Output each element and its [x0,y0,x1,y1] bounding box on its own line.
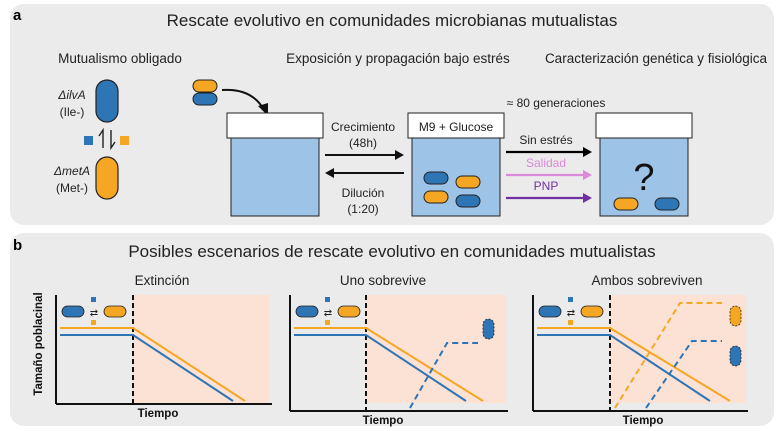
legend-orange-square [325,320,330,325]
scenario-both-survive: Ambos sobreviven ⇄ Tiempo [532,273,748,427]
exchange-icon: ⇄ [90,308,98,319]
dilution-label: Dilución [342,186,385,200]
strain1-cell [95,79,119,123]
blue-population-line [60,334,234,402]
blue-rescue-line [645,340,722,409]
isoleucine-square [84,136,93,145]
legend-blue-square [91,297,96,302]
legend-orange-cell [337,305,361,318]
tube3-cap [595,112,693,139]
orange-population-line [60,327,246,402]
medium-label: M9 + Glucose [419,120,494,134]
strain2-auxotrophy: (Met-) [56,181,88,195]
legend-blue-cell [538,305,562,318]
inoculum-blue-cell [192,92,218,106]
rescued-blue-cell [729,345,742,367]
condition-arrowhead-salinity [583,170,592,180]
rescued-orange-cell [729,305,742,327]
panel-a-col3-heading: Caracterización genética y fisiológica [545,51,768,66]
scenario-title-both-survive: Ambos sobreviven [591,273,702,288]
panel-b-letter: b [13,237,22,254]
tube2-blue-cell-1 [423,171,449,185]
panel-b-title: Posibles escenarios de rescate evolutivo… [128,242,655,261]
legend-orange-square [91,320,96,325]
generations-label: ≈ 80 generaciones [507,96,606,110]
scenario-one-survives: Uno sobrevive ⇄ Tiempo [289,273,508,427]
exchange-icon: ⇄ [324,308,332,319]
tube3-orange-cell [613,197,639,211]
panel-a-title: Rescate evolutivo en comunidades microbi… [167,11,618,30]
orange-population-line [537,327,731,402]
legend-blue-cell [61,305,85,318]
tube2-orange-cell-2 [423,190,449,204]
scenario-title-extinction: Extinción [135,273,190,288]
scenario-extinction: Extinción ⇄ Tiempo [55,273,272,420]
exchange-icon: ⇄ [567,308,575,319]
condition-arrowhead-pnp [583,193,592,203]
orange-rescue-line [614,302,722,409]
strain1-gene: ΔilvA [57,88,85,102]
tube2-cap [407,112,505,139]
blue-population-line [294,334,467,402]
growth-arrowhead [395,150,404,160]
dilution-arrowhead [325,168,334,178]
panel-a-col1-heading: Mutualismo obligado [58,51,182,66]
tube1-cap [226,112,324,139]
legend-blue-square [568,297,573,302]
x-axis-label: Tiempo [138,408,179,420]
blue-population-line [537,334,711,402]
unknown-outcome-mark: ? [633,157,654,199]
condition-label-pnp: PNP [534,179,559,193]
panel-a-background [10,4,774,225]
inoculum-orange-cell [192,79,218,93]
strain2-gene: ΔmetA [53,164,90,178]
x-axis-label: Tiempo [363,415,404,427]
strain2-cell [95,156,119,200]
legend-blue-square [325,297,330,302]
panel-b-ylabel: Tamaño poblacinal [33,292,45,395]
tube1-body [230,137,320,217]
condition-label-salinity: Salidad [526,156,566,170]
growth-label: Crecimiento [331,120,395,134]
legend-blue-cell [295,305,319,318]
blue-rescue-line [409,342,478,409]
tube2-orange-cell-1 [455,175,481,189]
tube2-blue-cell-2 [455,194,481,208]
exchange-arrows-icon [98,127,116,151]
methionine-square [120,136,129,145]
stress-region [366,295,506,403]
condition-label-no-stress: Sin estrés [519,133,572,147]
dilution-ratio: (1:20) [347,202,378,216]
condition-arrowhead-no-stress [583,147,592,157]
panel-a-letter: a [13,7,22,24]
x-axis-label: Tiempo [623,415,664,427]
tube3-blue-cell [654,197,680,211]
scenario-title-one-survives: Uno sobrevive [340,273,426,288]
legend-orange-square [568,320,573,325]
panel-a-col2-heading: Exposición y propagación bajo estrés [286,51,510,66]
legend-orange-cell [580,305,604,318]
growth-time: (48h) [349,136,377,150]
legend-orange-cell [103,305,127,318]
orange-population-line [294,327,484,402]
strain1-auxotrophy: (Ile-) [60,105,85,119]
rescued-blue-cell [482,318,495,340]
